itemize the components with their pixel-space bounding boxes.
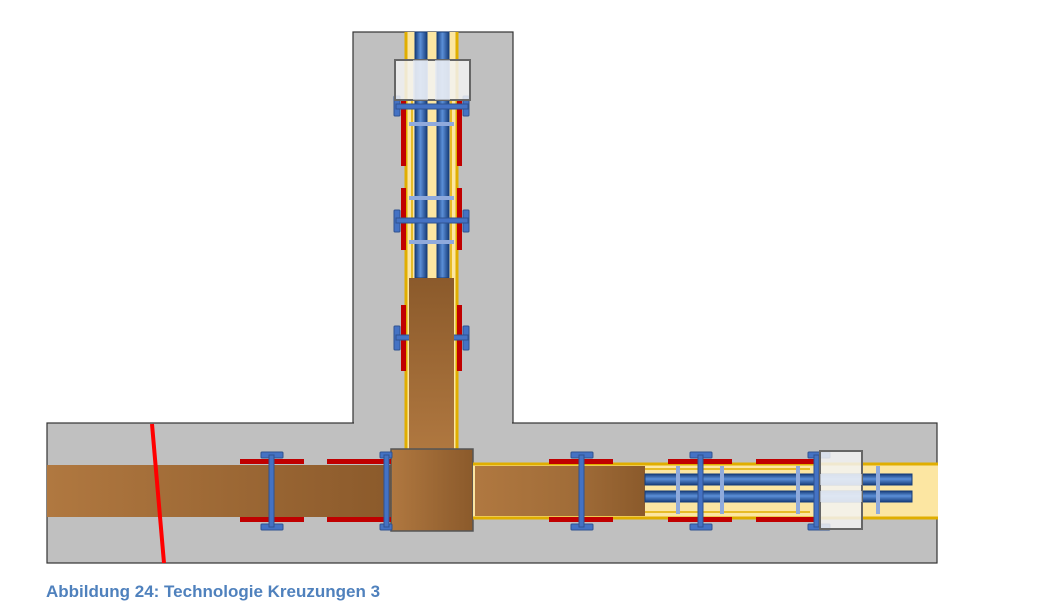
vertical-soil-fill — [409, 278, 454, 452]
horizontal-spacer-bars — [676, 466, 880, 514]
vertical-spacer-bars — [409, 122, 454, 244]
vertical-conduit — [393, 31, 471, 452]
figure-caption: Abbildung 24: Technologie Kreuzungen 3 — [46, 582, 381, 601]
horizontal-soil-fill — [47, 465, 392, 517]
horizontal-cable-pair — [644, 473, 913, 503]
horizontal-conduit — [473, 462, 938, 520]
horizontal-joint-box — [819, 450, 863, 530]
crossing-technology-diagram — [46, 31, 938, 564]
vertical-joint-box — [394, 59, 471, 101]
crossing-soil-block — [390, 448, 474, 532]
horizontal-soil-segment — [475, 466, 645, 516]
boundary-line — [150, 423, 166, 564]
horizontal-clamps — [260, 451, 831, 531]
